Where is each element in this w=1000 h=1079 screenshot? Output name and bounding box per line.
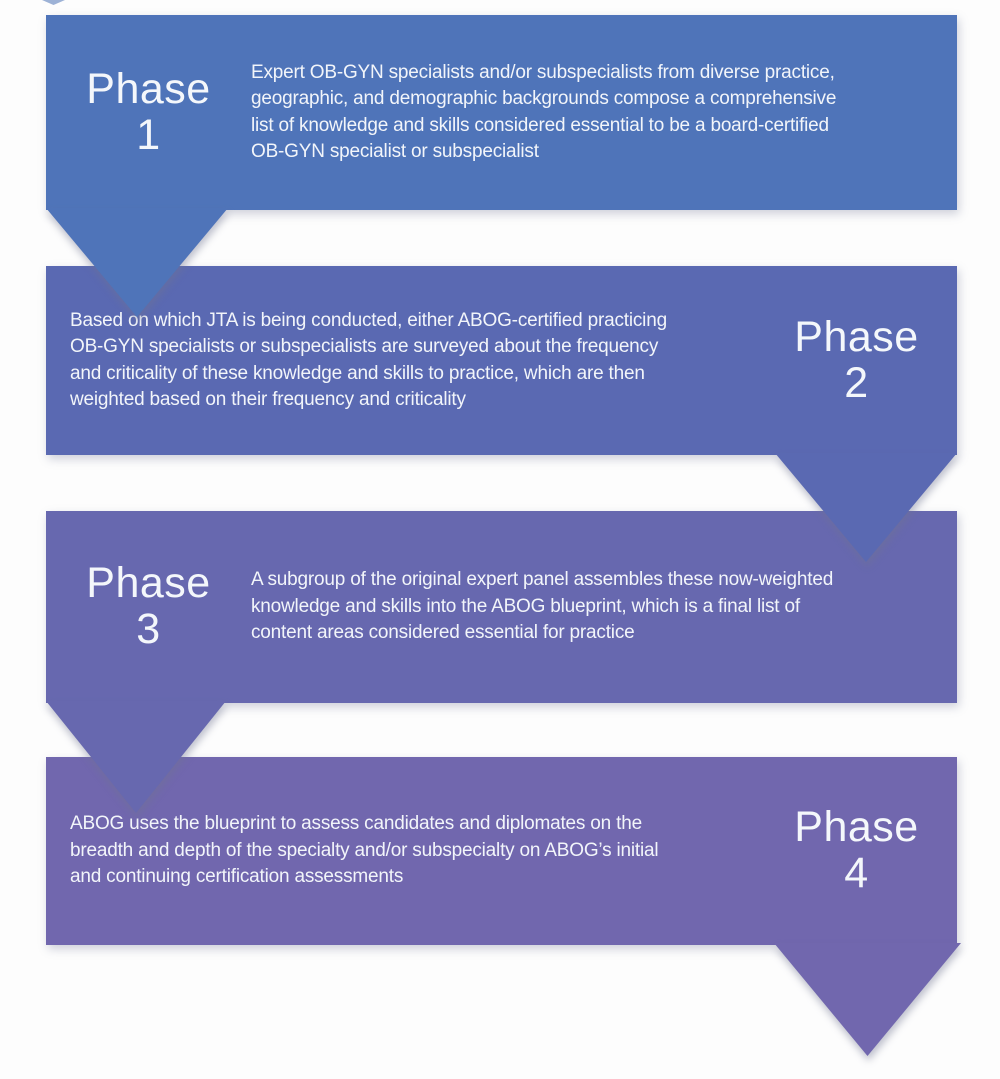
phase-1-label-number: 1: [136, 110, 161, 159]
phase-2-down-arrow-shape: [775, 453, 957, 562]
phase-3-label-number: 3: [136, 605, 161, 653]
phase-4-label-number: 4: [844, 849, 869, 897]
phase-2-down-arrow-icon: [775, 453, 957, 562]
phase-4-label: Phase 4: [756, 805, 957, 896]
phase-1-description: Expert OB-GYN specialists and/or subspec…: [251, 61, 837, 163]
phase-3-down-arrow-shape: [46, 701, 226, 813]
phase-2-label: Phase 2: [756, 312, 957, 407]
phase-1-block: Phase 1 Expert OB-GYN specialists and/or…: [46, 15, 957, 210]
phase-2-label-number: 2: [844, 358, 869, 407]
phase-3-description: A subgroup of the original expert panel …: [251, 569, 834, 644]
phase-3-block: Phase 3 A subgroup of the original exper…: [46, 511, 957, 703]
phase-1-label: Phase 1: [46, 64, 251, 159]
phase-4-down-arrow-icon: [774, 943, 961, 1056]
top-arrow-remnant-icon: [42, 0, 65, 5]
phase-3-down-arrow-icon: [46, 701, 226, 813]
phase-1-down-arrow-icon: [46, 208, 228, 317]
phase-2-label-word: Phase: [794, 312, 919, 361]
phase-1-label-word: Phase: [86, 64, 211, 113]
phase-3-label-word: Phase: [86, 559, 211, 608]
phase-2-description: Based on which JTA is being conducted, e…: [70, 309, 667, 411]
phase-3-label: Phase 3: [46, 561, 251, 652]
phase-4-down-arrow-shape: [774, 943, 961, 1056]
phase-4-description: ABOG uses the blueprint to assess candid…: [70, 813, 659, 888]
phase-2-block: Based on which JTA is being conducted, e…: [46, 266, 957, 455]
phase-4-label-word: Phase: [794, 803, 919, 852]
phase-1-down-arrow-shape: [46, 208, 228, 317]
phase-4-block: ABOG uses the blueprint to assess candid…: [46, 757, 957, 945]
